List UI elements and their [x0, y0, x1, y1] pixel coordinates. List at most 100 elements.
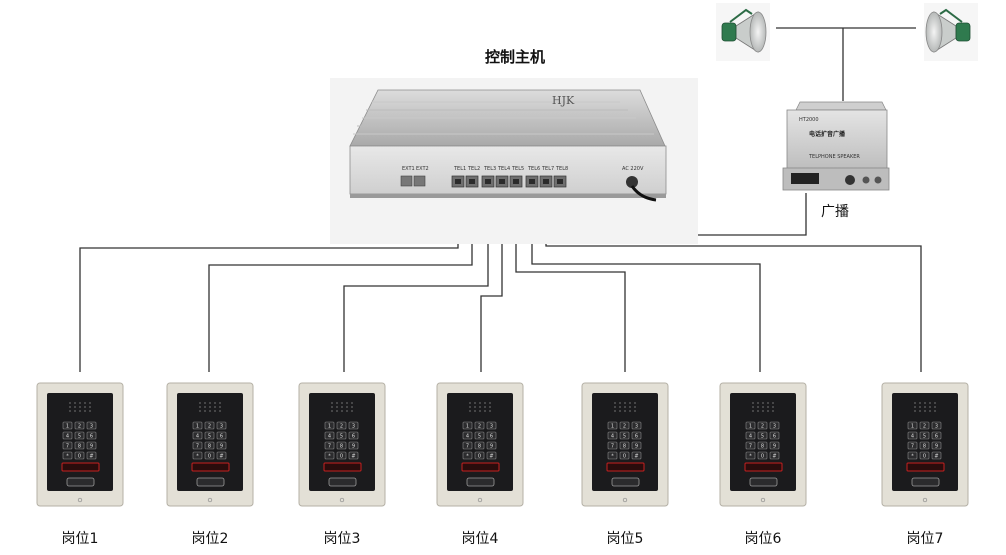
grille-hole	[469, 410, 471, 412]
keypad-key-label: #	[489, 454, 493, 460]
keypad-key	[931, 421, 942, 430]
grille-hole	[346, 402, 348, 404]
amplifier-jack-2	[874, 176, 882, 184]
grille-hole	[629, 402, 631, 404]
grille-hole	[479, 406, 481, 408]
keypad-key	[907, 431, 918, 440]
tel-port-label-6: TEL6	[527, 166, 540, 172]
grille-hole	[757, 402, 759, 404]
grille-hole	[619, 406, 621, 408]
tel-port-socket-8	[557, 179, 563, 184]
grille-hole	[89, 402, 91, 404]
keypad-key-label: 7	[196, 444, 199, 450]
grille-hole	[346, 410, 348, 412]
grille-hole	[624, 406, 626, 408]
keypad-key-label: 5	[623, 434, 626, 440]
keypad-key-label: 9	[773, 444, 776, 450]
keypad-key-label: 0	[78, 454, 81, 460]
keypad-key	[86, 441, 97, 450]
tel-port-socket-4	[499, 179, 505, 184]
broadcast-amplifier: HT2000 电话扩音广播 TELPHONE SPEAKER	[782, 101, 890, 191]
keypad-key	[919, 421, 930, 430]
keypad-key	[324, 441, 335, 450]
keypad-key-label: 3	[352, 424, 355, 430]
keypad-key-label: 2	[478, 424, 481, 430]
keypad-key-label: 9	[935, 444, 938, 450]
keypad-key-label: 0	[340, 454, 343, 460]
grille-hole	[336, 406, 338, 408]
tel-port-socket-6	[529, 179, 535, 184]
grille-hole	[757, 410, 759, 412]
keypad-key	[348, 431, 359, 440]
grille-hole	[479, 410, 481, 412]
keypad-key-label: 4	[611, 434, 614, 440]
keypad-key	[462, 431, 473, 440]
keypad-key	[62, 431, 73, 440]
keypad-key-label: 4	[911, 434, 914, 440]
tel-port-label-3: TEL3	[483, 166, 496, 172]
wire-post-4	[480, 196, 503, 372]
keypad-key	[192, 441, 203, 450]
grille-hole	[772, 402, 774, 404]
keypad-key-label: #	[934, 454, 938, 460]
keypad-key-label: 7	[749, 444, 752, 450]
grille-hole	[934, 402, 936, 404]
panel-led-display	[606, 462, 645, 472]
controller-brand: HJK	[552, 94, 575, 107]
keypad-key	[204, 421, 215, 430]
speaker-mouth	[925, 11, 943, 53]
grille-hole	[929, 410, 931, 412]
amplifier-knob	[845, 175, 855, 185]
keypad-key	[907, 441, 918, 450]
panel-speaker-grille	[469, 402, 491, 412]
keypad-key-label: #	[89, 454, 93, 460]
grille-hole	[469, 406, 471, 408]
grille-hole	[474, 402, 476, 404]
keypad-key	[619, 431, 630, 440]
speaker-bracket	[729, 8, 753, 23]
keypad-key-label: 4	[196, 434, 199, 440]
keypad-key	[745, 431, 756, 440]
keypad-key-label: 3	[635, 424, 638, 430]
grille-hole	[336, 402, 338, 404]
grille-hole	[929, 402, 931, 404]
panel-call-button	[196, 477, 225, 487]
grille-hole	[331, 410, 333, 412]
keypad-key-label: 8	[208, 444, 211, 450]
grille-hole	[924, 410, 926, 412]
keypad-key	[919, 441, 930, 450]
grille-hole	[214, 402, 216, 404]
keypad-key	[348, 451, 359, 460]
horn-speaker-right	[924, 3, 978, 61]
grille-hole	[757, 406, 759, 408]
amplifier-model: HT2000	[799, 117, 819, 123]
grille-hole	[752, 402, 754, 404]
keypad-key	[919, 451, 930, 460]
keypad-key	[86, 431, 97, 440]
keypad-key-label: 8	[623, 444, 626, 450]
keypad-key	[74, 431, 85, 440]
grille-hole	[619, 410, 621, 412]
grille-hole	[219, 406, 221, 408]
grille-hole	[79, 402, 81, 404]
panel-led-display	[323, 462, 362, 472]
tel-port-socket-2	[469, 179, 475, 184]
keypad-key-label: 8	[761, 444, 764, 450]
post-label-5: 岗位5	[607, 531, 644, 547]
panel-led-display	[744, 462, 783, 472]
grille-hole	[914, 406, 916, 408]
keypad-key	[619, 441, 630, 450]
keypad-key	[757, 441, 768, 450]
keypad-key-label: 1	[911, 424, 914, 430]
keypad-key-label: 2	[761, 424, 764, 430]
keypad-key-label: 0	[923, 454, 926, 460]
tel-port-label-7: TEL7	[541, 166, 554, 172]
keypad-key-label: *	[328, 454, 331, 460]
keypad-key	[462, 441, 473, 450]
